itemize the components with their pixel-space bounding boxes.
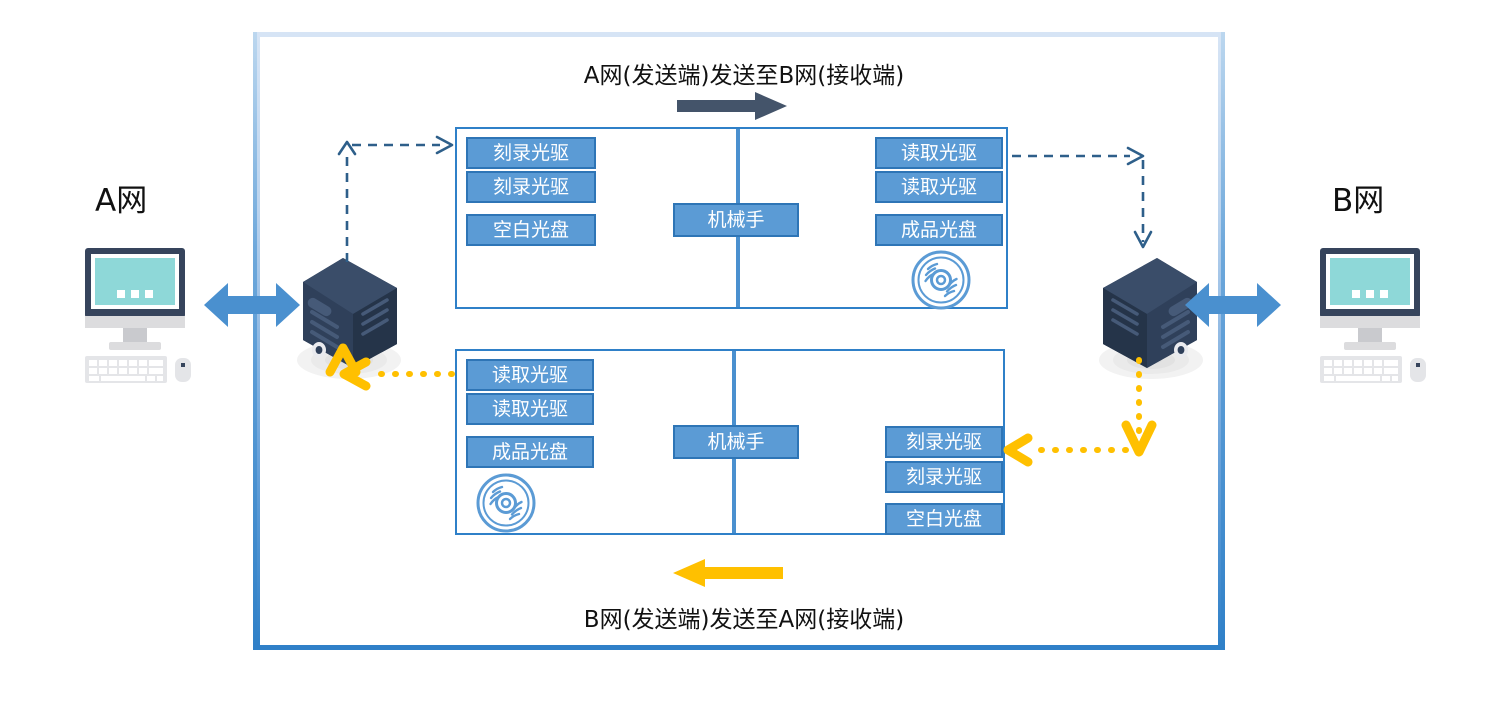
rack-bottom-right-chip-1[interactable]: 刻录光驱 [885, 426, 1003, 458]
desktop-computer-icon [1320, 248, 1430, 388]
network-boundary-right [1221, 32, 1225, 650]
rack-top-right-chip-3[interactable]: 成品光盘 [875, 214, 1003, 246]
rack-bottom: 读取光驱 读取光驱 成品光盘 机械手 刻录光驱 刻录光驱 空白光盘 [455, 349, 1005, 535]
rack-bottom-right-chip-2[interactable]: 刻录光驱 [885, 461, 1003, 493]
rack-bottom-left-chip-1[interactable]: 读取光驱 [466, 359, 594, 391]
rack-top-right-chip-1[interactable]: 读取光驱 [875, 137, 1003, 169]
rack-top-right-chip-2[interactable]: 读取光驱 [875, 171, 1003, 203]
rack-top: 刻录光驱 刻录光驱 空白光盘 机械手 读取光驱 读取光驱 成品光盘 [455, 127, 1008, 310]
disc-icon [910, 249, 972, 316]
mouse-icon [1410, 358, 1426, 382]
flow-title-bottom: B网(发送端)发送至A网(接收端) [0, 600, 1500, 634]
rack-bottom-robot-arm[interactable]: 机械手 [673, 425, 799, 459]
disc-icon [475, 472, 537, 539]
flow-arrow-right [677, 92, 787, 125]
desktop-computer-icon [85, 248, 195, 388]
rack-bottom-right-chip-3[interactable]: 空白光盘 [885, 503, 1003, 535]
mouse-icon [175, 358, 191, 382]
server-tower-icon [1097, 252, 1203, 385]
exchange-arrow-left [204, 278, 300, 337]
rack-bottom-left-chip-2[interactable]: 读取光驱 [466, 393, 594, 425]
rack-top-left-chip-3[interactable]: 空白光盘 [466, 214, 596, 246]
network-label-b: B网 [1332, 183, 1385, 219]
network-boundary-left [253, 32, 257, 650]
server-tower-icon [297, 252, 403, 385]
network-label-a: A网 [95, 183, 148, 219]
rack-top-left-chip-2[interactable]: 刻录光驱 [466, 171, 596, 203]
flow-title-top-text: A网(发送端)发送至B网(接收端) [583, 63, 905, 89]
rack-top-left-chip-1[interactable]: 刻录光驱 [466, 137, 596, 169]
rack-bottom-left-chip-3[interactable]: 成品光盘 [466, 436, 594, 468]
exchange-arrow-right [1185, 278, 1281, 337]
flow-title-bottom-text: B网(发送端)发送至A网(接收端) [583, 607, 905, 633]
rack-top-robot-arm[interactable]: 机械手 [673, 203, 799, 237]
flow-title-top: A网(发送端)发送至B网(接收端) [0, 56, 1500, 90]
flow-arrow-left [673, 559, 783, 592]
